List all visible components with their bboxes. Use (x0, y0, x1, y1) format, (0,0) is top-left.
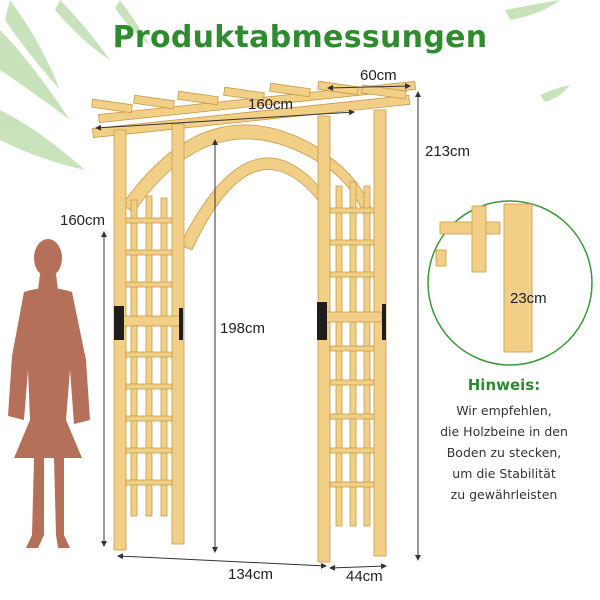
hint-line: zu gewährleisten (450, 487, 558, 502)
hint-line: Boden zu stecken, (446, 445, 562, 460)
dimension-stake-length: 23cm (510, 290, 547, 307)
dimension-total-height: 213cm (425, 143, 471, 160)
hint-line: um die Stabilität (452, 466, 556, 481)
person-silhouette (8, 239, 90, 548)
hint-line: Wir empfehlen, (456, 403, 552, 418)
page-title: Produktabmessungen (112, 20, 488, 55)
dimension-depth-top: 60cm (360, 67, 397, 84)
hint-note: Hinweis: Wir empfehlen, die Holzbeine in… (418, 376, 590, 505)
stake-detail-circle (427, 200, 593, 366)
hint-title: Hinweis: (467, 376, 541, 394)
bamboo-leaves-decoration (0, 0, 570, 170)
dimension-width-top: 160cm (248, 96, 294, 113)
dimension-inner-width: 134cm (228, 566, 274, 583)
hint-line: die Holzbeine in den (440, 424, 568, 439)
dimension-inner-height: 198cm (220, 320, 266, 337)
dimension-base-depth: 44cm (346, 568, 383, 585)
dimension-person-height: 160cm (60, 212, 106, 229)
metal-brackets (114, 302, 386, 340)
